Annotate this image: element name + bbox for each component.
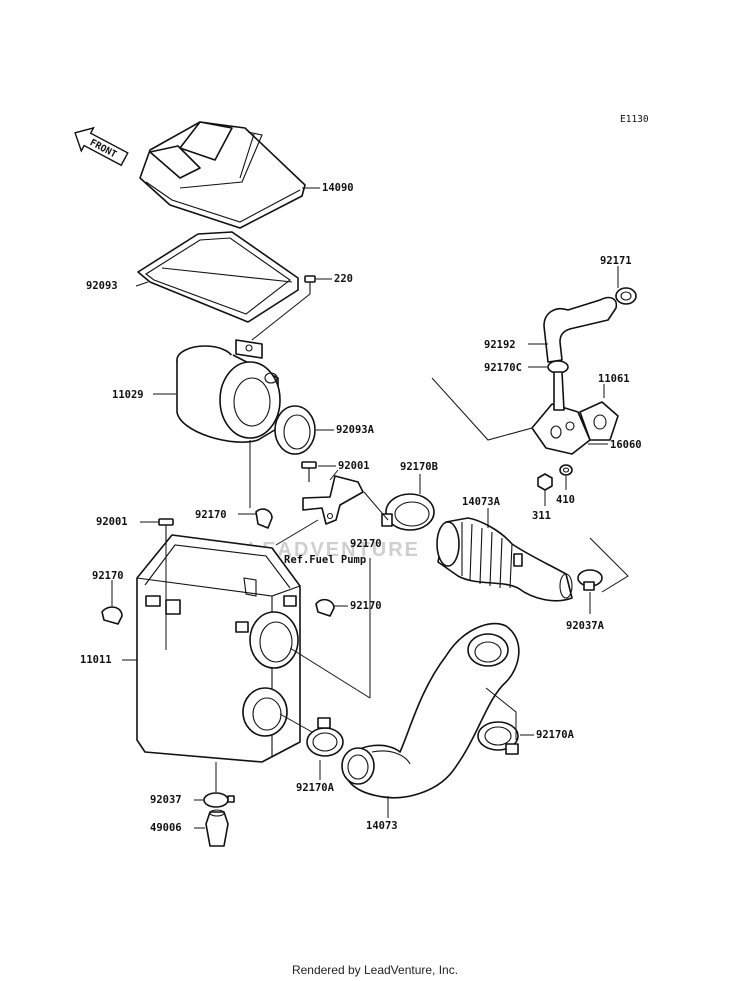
label-410: 410: [556, 494, 575, 506]
label-92170A-left: 92170A: [296, 782, 335, 794]
nut-311[interactable]: [537, 473, 553, 491]
label-92037A: 92037A: [566, 620, 605, 632]
screw-220[interactable]: [304, 275, 316, 294]
clamp-92170a-left[interactable]: [306, 717, 344, 757]
label-92093A: 92093A: [336, 424, 375, 436]
clamp-92170a-right[interactable]: [477, 721, 519, 755]
label-11029: 11029: [112, 389, 144, 401]
label-14073: 14073: [366, 820, 398, 832]
label-92170C: 92170C: [484, 362, 522, 374]
label-92170-left: 92170: [92, 570, 124, 582]
diagram-code: E1130: [620, 114, 649, 125]
bracket[interactable]: [302, 475, 364, 525]
clip-92170-mid[interactable]: [255, 508, 273, 529]
label-220: 220: [334, 273, 353, 285]
label-92001-left: 92001: [96, 516, 128, 528]
clamp-92171[interactable]: [615, 287, 637, 305]
drain-clamp-92037[interactable]: [203, 792, 235, 808]
clip-92170-left[interactable]: [101, 606, 123, 625]
air-filter-element[interactable]: [176, 339, 281, 443]
label-92170-long: 92170: [350, 538, 382, 550]
label-11061: 11061: [598, 373, 630, 385]
washer-410[interactable]: [559, 464, 573, 476]
label-92170-right: 92170: [350, 600, 382, 612]
clamp-92037a[interactable]: [577, 569, 603, 591]
label-92001-top: 92001: [338, 460, 370, 472]
air-cleaner-cover[interactable]: [139, 121, 306, 229]
bellows-duct[interactable]: [436, 517, 573, 602]
label-14090: 14090: [322, 182, 354, 194]
label-11011: 11011: [80, 654, 112, 666]
label-92093: 92093: [86, 280, 118, 292]
label-14073A: 14073A: [462, 496, 501, 508]
label-311: 311: [532, 510, 551, 522]
label-49006: 49006: [150, 822, 182, 834]
inlet-duct[interactable]: [341, 622, 520, 799]
label-92171: 92171: [600, 255, 632, 267]
ref-fuel-pump: Ref.Fuel Pump: [284, 554, 366, 566]
gasket-11061[interactable]: [579, 401, 619, 441]
bolt-92001-top[interactable]: [301, 461, 317, 482]
front-arrow-icon: FRONT: [74, 126, 129, 167]
hose-92192[interactable]: [543, 296, 618, 363]
label-92037: 92037: [150, 794, 182, 806]
label-92170B: 92170B: [400, 461, 438, 473]
clip-92170-right[interactable]: [315, 598, 335, 617]
filter-gasket[interactable]: [137, 231, 299, 323]
fitting-16060[interactable]: [531, 371, 591, 455]
clamp-92170b[interactable]: [381, 493, 435, 531]
footer-credit: Rendered by LeadVenture, Inc.: [291, 963, 459, 977]
label-92192: 92192: [484, 339, 516, 351]
drain-tube-49006[interactable]: [205, 809, 229, 847]
label-92170-mid: 92170: [195, 509, 227, 521]
watermark: LEADVENTURE: [248, 539, 420, 561]
air-cleaner-housing[interactable]: [136, 534, 301, 763]
label-92170A-right: 92170A: [536, 729, 575, 741]
label-16060: 16060: [610, 439, 642, 451]
bolt-92001-left[interactable]: [158, 518, 174, 545]
seal-92093a[interactable]: [274, 405, 316, 455]
